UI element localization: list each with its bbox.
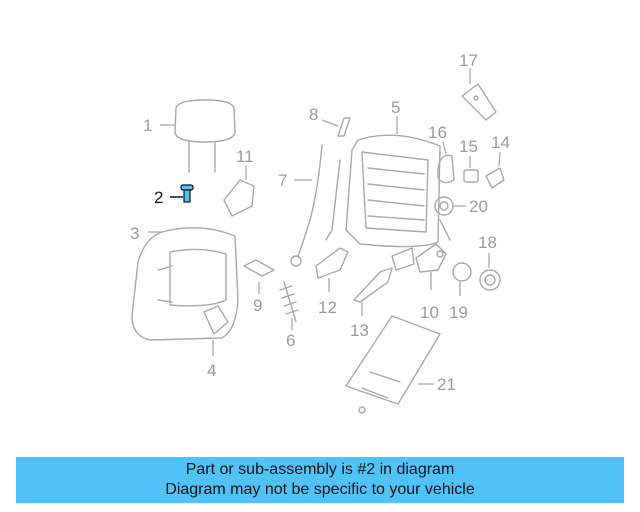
part-handle-14 — [485, 167, 505, 189]
part-panel-12 — [315, 247, 349, 279]
callout-4: 4 — [207, 361, 216, 380]
callout-10: 10 — [420, 303, 439, 322]
callout-19: 19 — [449, 303, 468, 322]
part-lever-13 — [353, 247, 415, 303]
part-seatback-cover — [131, 227, 239, 341]
part-clip — [337, 117, 351, 137]
part-trim-11 — [223, 179, 255, 217]
callout-18: 18 — [478, 233, 497, 252]
leader-8 — [321, 119, 339, 127]
part-switch-16 — [437, 154, 455, 184]
callout-14: 14 — [491, 133, 510, 152]
callout-7: 7 — [278, 171, 287, 190]
callout-12: 12 — [318, 298, 337, 317]
banner-line-2: Diagram may not be specific to your vehi… — [165, 481, 475, 498]
callout-9: 9 — [253, 296, 262, 315]
callout-2: 2 — [154, 188, 163, 207]
part-hinge-10 — [415, 243, 447, 273]
part-bracket-9 — [243, 259, 275, 277]
part-cable — [290, 144, 323, 267]
part-back-panel — [345, 315, 441, 414]
part-knob-18 — [479, 269, 501, 291]
banner-line-1: Part or sub-assembly is #2 in diagram — [185, 461, 455, 478]
part-cover-17 — [461, 83, 497, 121]
callout-11: 11 — [236, 147, 254, 166]
callout-3: 3 — [130, 224, 139, 243]
parts-diagram: 1 2 3 4 5 7 8 9 — [130, 51, 510, 414]
callout-1: 1 — [143, 116, 152, 135]
callout-6: 6 — [286, 331, 295, 350]
part-seatback-frame — [325, 134, 451, 248]
part-button-15 — [463, 169, 479, 183]
part-gear-20 — [434, 196, 454, 216]
callout-13: 13 — [350, 321, 369, 340]
info-banner: Part or sub-assembly is #2 in diagram Di… — [16, 457, 624, 503]
callout-20: 20 — [469, 197, 488, 216]
callout-17: 17 — [459, 51, 478, 70]
callout-21: 21 — [437, 375, 456, 394]
callout-15: 15 — [459, 137, 478, 156]
part-headrest-guide[interactable] — [180, 184, 194, 203]
callout-5: 5 — [391, 98, 400, 117]
leader-14 — [498, 151, 501, 167]
part-cap-19 — [452, 262, 472, 282]
part-headrest — [174, 99, 236, 173]
callout-8: 8 — [309, 105, 318, 124]
part-spring — [279, 281, 299, 323]
callout-16: 16 — [428, 123, 447, 142]
leader-16 — [442, 141, 447, 155]
